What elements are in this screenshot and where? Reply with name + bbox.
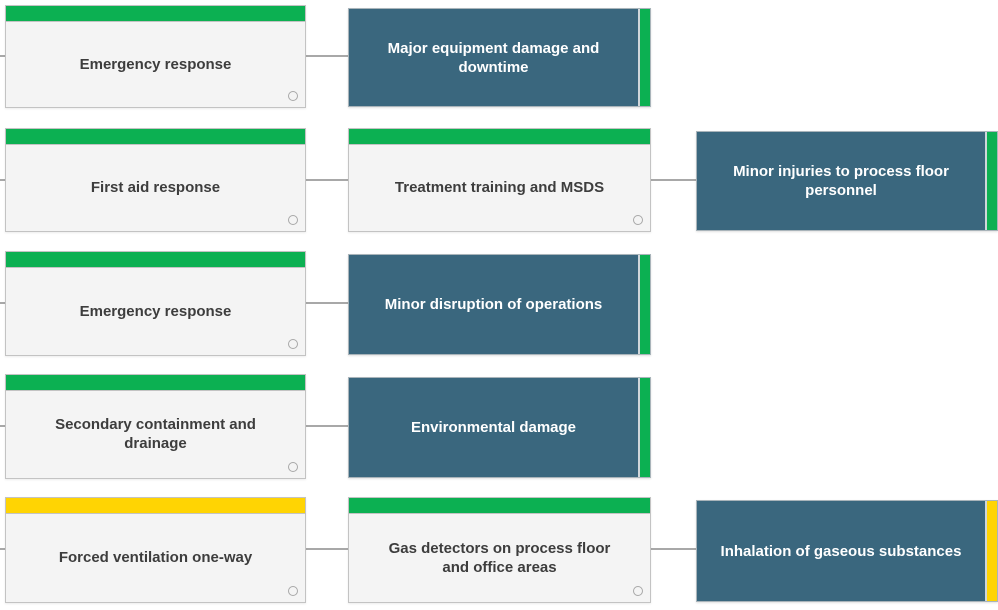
node-label: Minor injuries to process floor personne…	[733, 163, 949, 199]
node-label: Environmental damage	[410, 419, 577, 436]
barrier-status-bar	[349, 129, 650, 145]
barrier-status-bar	[6, 252, 305, 268]
barrier-node-emergency-response-1[interactable]: Emergency response	[5, 5, 306, 108]
circle-outline-icon	[633, 586, 643, 596]
barrier-node-first-aid-response[interactable]: First aid response	[5, 128, 306, 232]
node-label: Emergency response	[79, 302, 232, 320]
connector-line	[0, 302, 5, 304]
barrier-status-bar	[6, 498, 305, 514]
consequence-status-strip	[638, 378, 650, 477]
connector-line	[0, 55, 5, 57]
connector-line	[306, 302, 348, 304]
consequence-status-strip	[985, 132, 997, 230]
node-label: Secondary containment and drainage	[55, 416, 256, 452]
connector-line	[0, 179, 5, 181]
connector-line	[0, 425, 5, 427]
node-label: Treatment training and MSDS	[394, 179, 605, 196]
circle-outline-icon	[288, 339, 298, 349]
barrier-status-bar	[349, 498, 650, 514]
node-label: Inhalation of gaseous substances	[720, 542, 962, 560]
circle-outline-icon	[288, 586, 298, 596]
connector-line	[306, 179, 348, 181]
barrier-node-forced-ventilation[interactable]: Forced ventilation one-way	[5, 497, 306, 603]
barrier-status-bar	[6, 6, 305, 22]
circle-outline-icon	[288, 462, 298, 472]
barrier-status-bar	[6, 129, 305, 145]
connector-line	[306, 425, 348, 427]
connector-line	[306, 548, 348, 550]
barrier-status-bar	[6, 375, 305, 391]
consequence-status-strip	[638, 255, 650, 354]
connector-line	[651, 548, 696, 550]
consequence-status-strip	[638, 9, 650, 106]
connector-line	[651, 179, 696, 181]
barrier-node-emergency-response-2[interactable]: Emergency response	[5, 251, 306, 356]
consequence-node-inhalation-gaseous[interactable]: Inhalation of gaseous substances	[696, 500, 998, 602]
circle-outline-icon	[288, 91, 298, 101]
circle-outline-icon	[288, 215, 298, 225]
consequence-node-equipment-damage[interactable]: Major equipment damage and downtime	[348, 8, 651, 107]
consequence-node-minor-disruption[interactable]: Minor disruption of operations	[348, 254, 651, 355]
node-label: First aid response	[90, 179, 221, 196]
barrier-node-secondary-containment[interactable]: Secondary containment and drainage	[5, 374, 306, 479]
connector-line	[306, 55, 348, 57]
node-label: Major equipment damage and downtime	[387, 39, 600, 76]
consequence-node-environmental-damage[interactable]: Environmental damage	[348, 377, 651, 478]
connector-line	[0, 548, 5, 550]
consequence-status-strip	[985, 501, 997, 601]
barrier-node-treatment-training[interactable]: Treatment training and MSDS	[348, 128, 651, 232]
barrier-node-gas-detectors[interactable]: Gas detectors on process floor and offic…	[348, 497, 651, 603]
node-label: Minor disruption of operations	[384, 296, 603, 313]
circle-outline-icon	[633, 215, 643, 225]
node-label: Forced ventilation one-way	[58, 549, 253, 566]
consequence-node-minor-injuries[interactable]: Minor injuries to process floor personne…	[696, 131, 998, 231]
node-label: Gas detectors on process floor and offic…	[388, 539, 611, 576]
node-label: Emergency response	[79, 55, 232, 73]
